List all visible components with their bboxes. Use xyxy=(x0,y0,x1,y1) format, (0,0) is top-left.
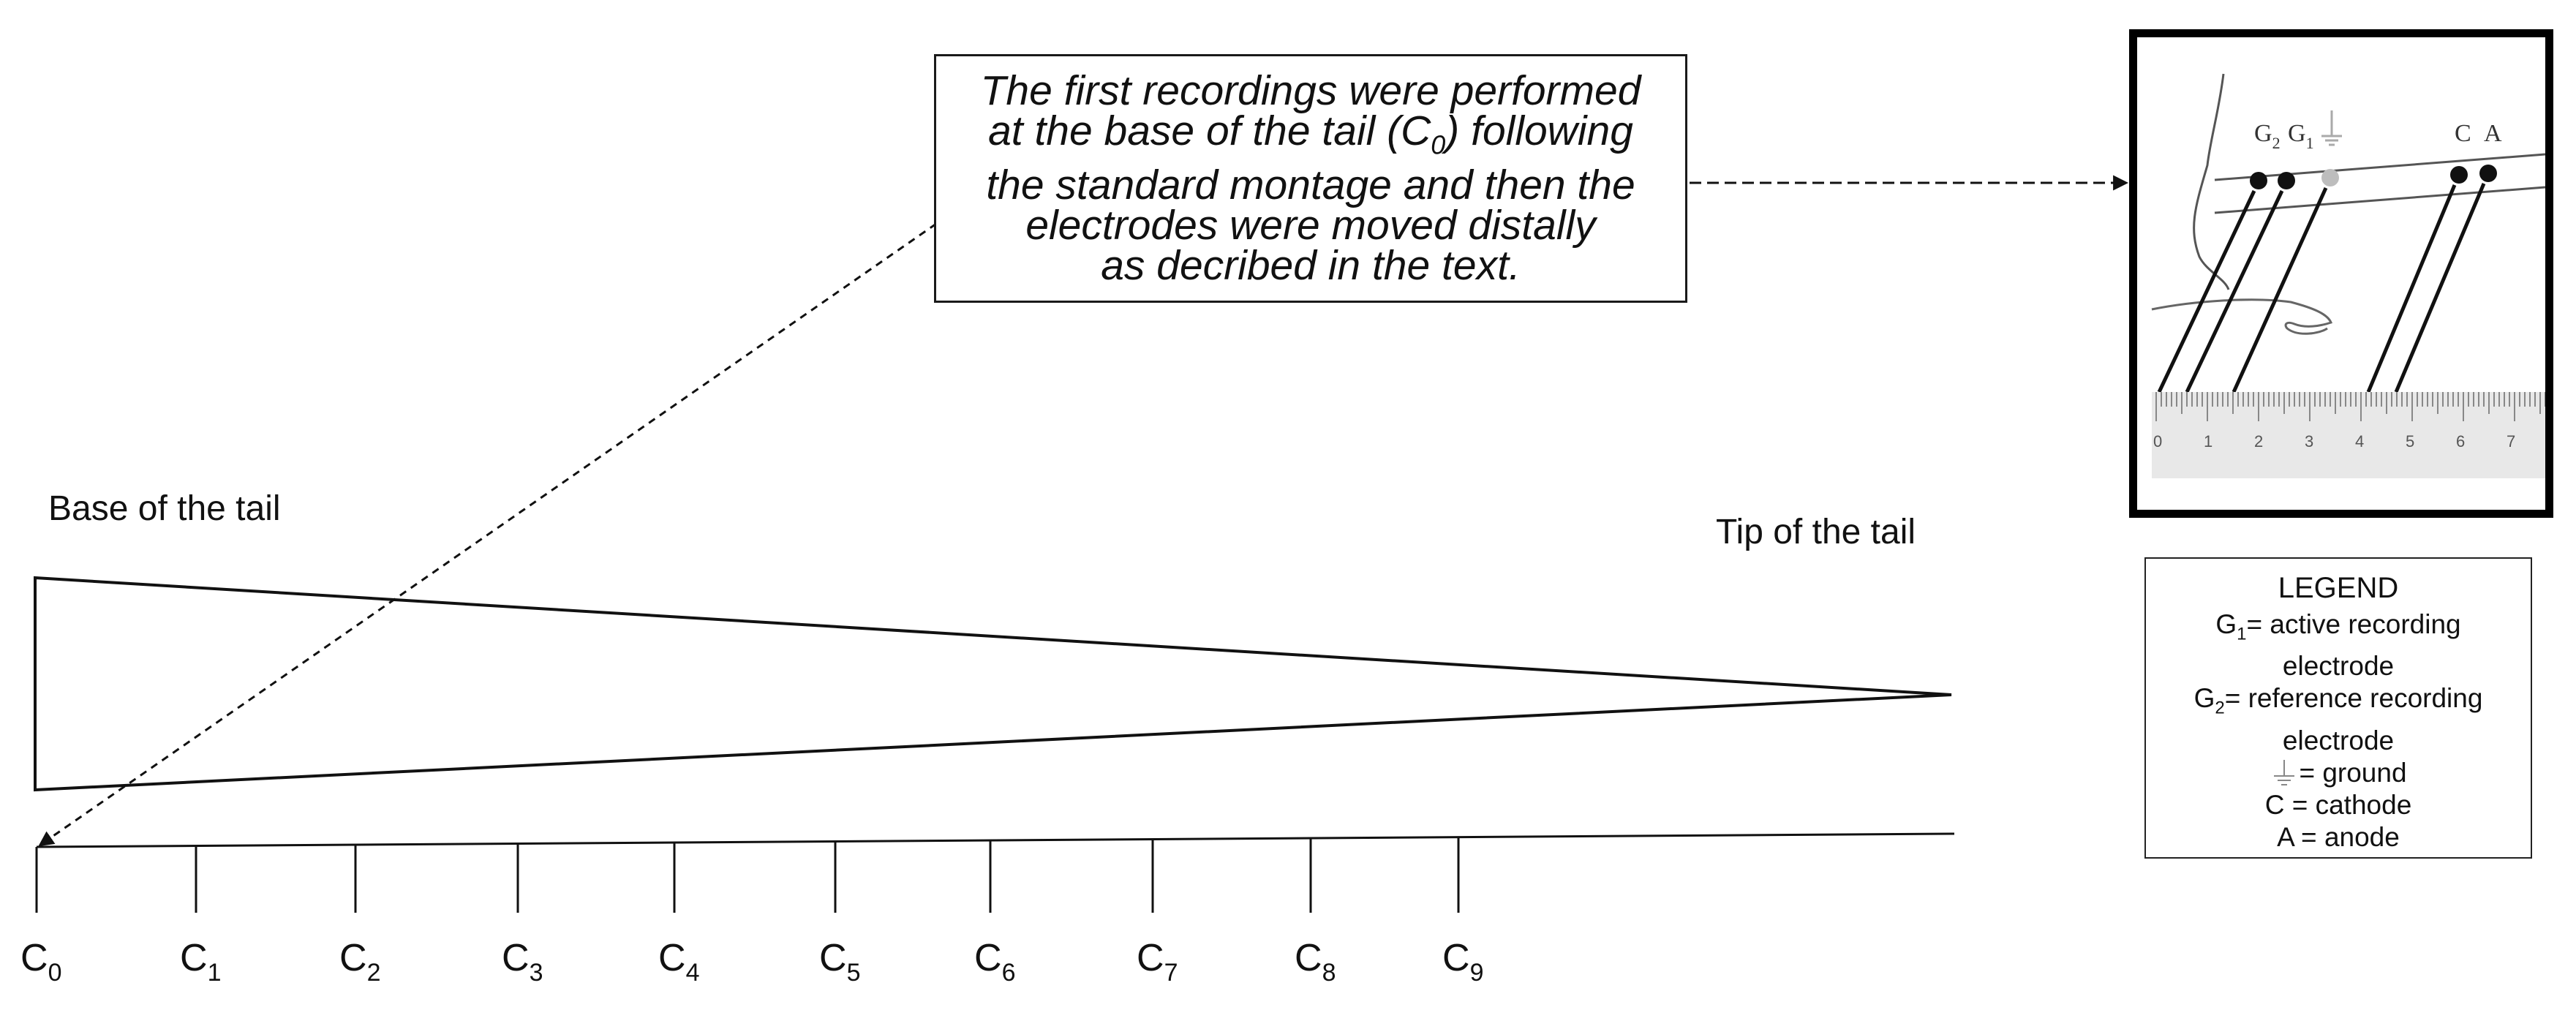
legend-g2-subscript: 2 xyxy=(2215,698,2225,718)
callout-line: at the base of the tail (C xyxy=(988,108,1431,155)
callout-subscript: 0 xyxy=(1431,129,1446,160)
legend-g1-symbol: G xyxy=(2215,609,2237,639)
legend-g2-text: = reference recording xyxy=(2224,683,2483,714)
ruler-ticks xyxy=(2155,392,2545,421)
tick-label-c9: C9 xyxy=(1442,936,1483,987)
callout-line: the standard montage and then the xyxy=(986,161,1635,208)
tick-label-sub: 2 xyxy=(366,959,381,987)
tick-label-main: C xyxy=(502,937,530,979)
tick-label-sub: 6 xyxy=(1001,959,1016,987)
tick-marks xyxy=(35,837,1460,913)
tick-label-c4: C4 xyxy=(658,936,699,987)
legend-g1-text: = active recording xyxy=(2246,609,2461,639)
svg-text:G2: G2 xyxy=(2254,120,2281,152)
legend-cathode-row: C = cathode xyxy=(2264,789,2412,820)
tick-label-sub: 1 xyxy=(207,959,222,987)
ruler-number: 5 xyxy=(2406,432,2414,451)
ruler-numbers: 0 1 2 3 4 5 6 7 xyxy=(2153,432,2515,451)
tick-label-c5: C5 xyxy=(819,936,860,987)
pointer-to-c0 xyxy=(38,222,937,847)
tick-label-main: C xyxy=(974,937,1002,979)
legend-box: LEGEND G1= active recording electrode G2… xyxy=(2144,557,2532,859)
tail-shape xyxy=(34,576,1952,792)
ruler-number: 4 xyxy=(2355,432,2364,451)
tick-label-c7: C7 xyxy=(1137,936,1178,987)
legend-ground-text: = ground xyxy=(2299,757,2407,788)
ground-icon xyxy=(2321,110,2342,146)
ruler-number: 0 xyxy=(2153,432,2162,451)
electrode-wires xyxy=(2157,183,2486,393)
svg-text:G1: G1 xyxy=(2288,120,2314,152)
tick-label-sub: 8 xyxy=(1322,959,1336,987)
tick-label-c1: C1 xyxy=(180,936,221,987)
legend-g1-subscript: 1 xyxy=(2237,624,2247,644)
cathode-electrode-dot xyxy=(2450,166,2468,184)
position-axis xyxy=(36,832,1955,848)
tick-label-main: C xyxy=(339,937,367,979)
tail-outline xyxy=(2193,73,2230,290)
tick-label-c8: C8 xyxy=(1295,936,1336,987)
legend-anode-row: A = anode xyxy=(2277,821,2400,852)
ruler-number: 2 xyxy=(2254,432,2263,451)
g2-label: G xyxy=(2254,120,2272,147)
tick-label-sub: 0 xyxy=(48,959,62,987)
hand-outline xyxy=(2151,298,2333,335)
tick-label-sub: 3 xyxy=(529,959,543,987)
tick-label-main: C xyxy=(658,937,686,979)
cathode-label: C xyxy=(2455,120,2471,147)
g1-electrode-dot xyxy=(2278,172,2295,189)
anode-label: A xyxy=(2484,120,2502,147)
tick-label-c0: C0 xyxy=(20,936,61,987)
anode-electrode-dot xyxy=(2479,165,2497,182)
base-of-tail-label: Base of the tail xyxy=(48,489,281,528)
ground-electrode-dot xyxy=(2321,169,2339,186)
g2-electrode-dot xyxy=(2250,172,2267,189)
g2-subscript: 2 xyxy=(2272,134,2281,152)
g1-subscript: 1 xyxy=(2306,134,2314,152)
tick-label-main: C xyxy=(1295,937,1322,979)
legend-g1-row: G1= active recording xyxy=(2146,608,2531,650)
callout-box: The first recordings were performed at t… xyxy=(934,54,1687,303)
tick-label-c6: C6 xyxy=(974,936,1015,987)
legend-ground-row: = ground xyxy=(2146,757,2531,789)
callout-line: ) following xyxy=(1445,108,1633,155)
ruler-number: 6 xyxy=(2456,432,2465,451)
tail-outline xyxy=(2214,186,2545,214)
tick-label-sub: 4 xyxy=(685,959,700,987)
tick-label-main: C xyxy=(180,937,208,979)
tick-label-sub: 9 xyxy=(1469,959,1484,987)
callout-line: The first recordings were performed xyxy=(980,67,1641,115)
callout-line: electrodes were moved distally xyxy=(1025,201,1596,249)
tick-label-main: C xyxy=(1137,937,1164,979)
legend-g2-symbol: G xyxy=(2193,683,2215,714)
callout-text: The first recordings were performed at t… xyxy=(981,70,1641,286)
tail-outline xyxy=(2214,153,2545,181)
legend-g2-row-cont: electrode xyxy=(2282,725,2395,755)
tick-label-main: C xyxy=(819,937,847,979)
ground-icon xyxy=(2274,759,2295,785)
legend-g2-row: G2= reference recording xyxy=(2146,682,2531,724)
legend-g1-row-cont: electrode xyxy=(2282,651,2395,682)
tick-label-main: C xyxy=(20,937,48,979)
g1-label: G xyxy=(2288,120,2306,147)
tip-of-tail-label: Tip of the tail xyxy=(1716,513,1916,551)
ruler-number: 3 xyxy=(2305,432,2313,451)
tick-label-c2: C2 xyxy=(339,936,380,987)
legend-title: LEGEND xyxy=(2278,572,2399,604)
tick-label-main: C xyxy=(1442,937,1470,979)
callout-line: as decribed in the text. xyxy=(1101,241,1521,289)
tick-label-c3: C3 xyxy=(502,936,543,987)
tick-label-sub: 7 xyxy=(1164,959,1178,987)
tick-label-sub: 5 xyxy=(846,959,861,987)
ruler-number: 1 xyxy=(2204,432,2212,451)
ruler-number: 7 xyxy=(2507,432,2515,451)
